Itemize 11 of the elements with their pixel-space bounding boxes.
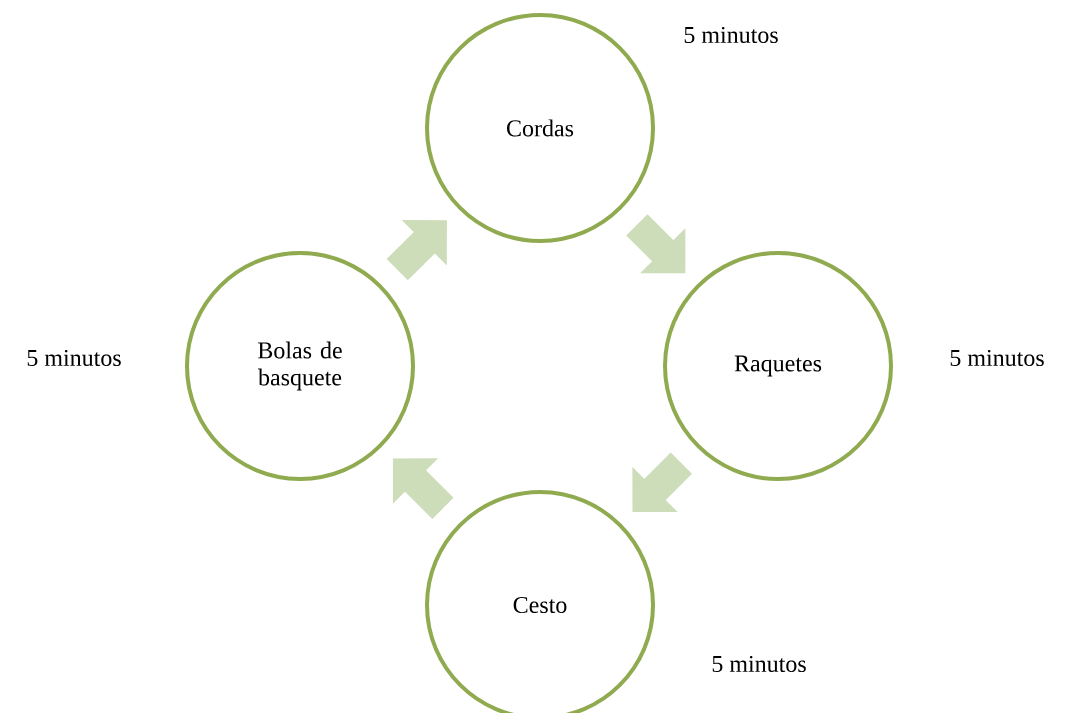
duration-label: 5 minutos [27, 349, 121, 367]
block-arrow [632, 452, 692, 513]
circle-node: Bolas de basquete [185, 251, 415, 481]
duration-label: 5 minutos [712, 655, 806, 673]
circle-node: Raquetes [663, 251, 893, 481]
duration-label: 5 minutos [684, 26, 778, 44]
duration-label: 5 minutos [950, 349, 1044, 367]
block-arrow [386, 220, 447, 281]
block-arrow [392, 458, 454, 519]
circle-node: Cordas [425, 13, 655, 243]
block-arrow [626, 214, 686, 274]
